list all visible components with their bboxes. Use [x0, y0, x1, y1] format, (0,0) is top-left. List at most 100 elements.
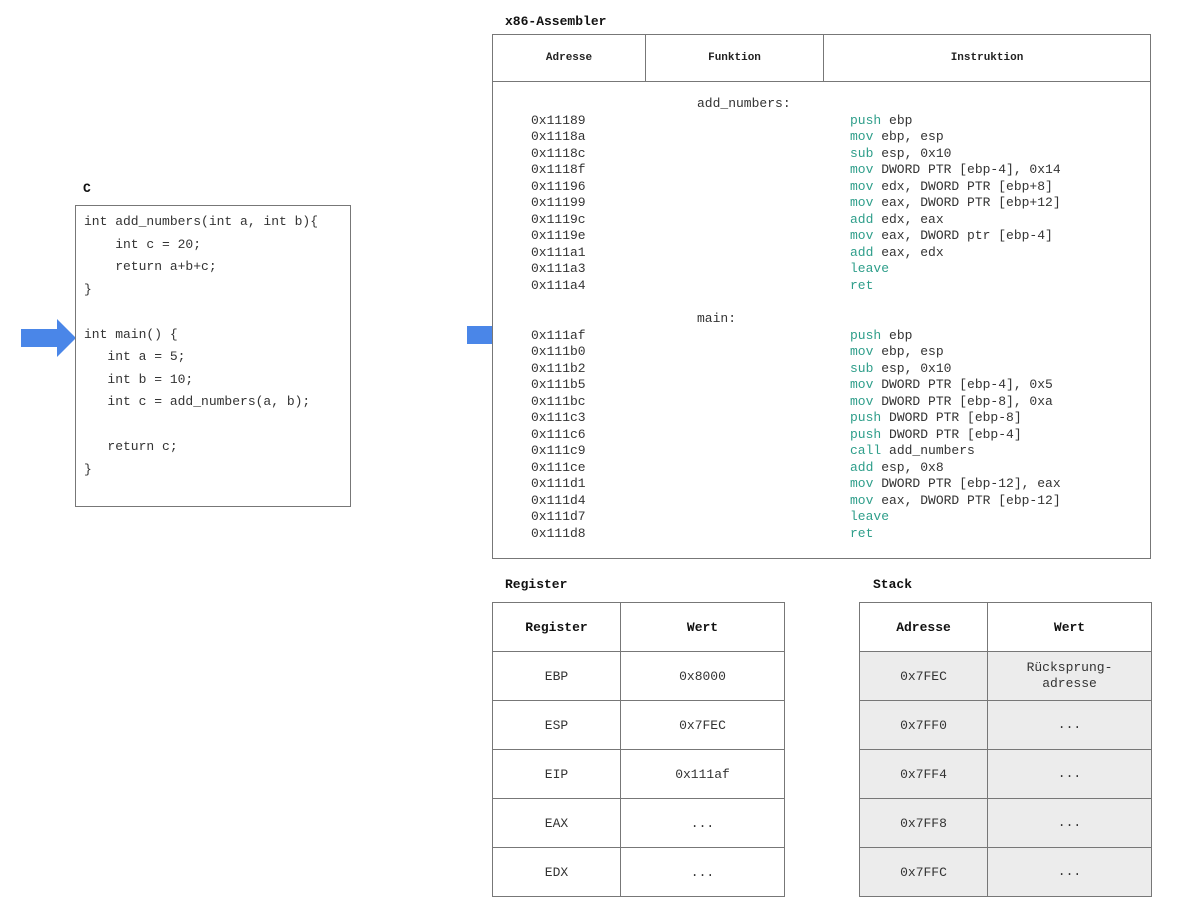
asm-instruction-row: 0x111a3 leave [493, 261, 1150, 277]
asm-address: 0x111b0 [531, 344, 586, 359]
code-line: int c = 20; [84, 236, 202, 252]
asm-operands: DWORD PTR [ebp-8], 0xa [873, 393, 1053, 409]
stack-address: 0x7FF4 [859, 749, 988, 799]
register-value: 0x8000 [620, 651, 785, 701]
asm-operands: ebp [881, 327, 913, 343]
asm-operands: esp, 0x8 [873, 459, 944, 475]
asm-instruction: mov eax, DWORD PTR [ebp-12] [850, 493, 1061, 508]
register-value: ... [620, 847, 785, 897]
c-section-title: C [83, 181, 91, 196]
asm-instruction-row: 0x1118a mov ebp, esp [493, 129, 1150, 145]
asm-address: 0x111a1 [531, 244, 586, 260]
stack-address: 0x7FF0 [859, 700, 988, 750]
asm-header-address: Adresse [493, 35, 646, 81]
asm-operands: esp, 0x10 [873, 360, 952, 376]
asm-header-function: Funktion [646, 35, 824, 81]
asm-address: 0x111d8 [531, 525, 586, 541]
asm-instruction: mov DWORD PTR [ebp-4], 0x5 [850, 377, 1053, 392]
asm-mnemonic: call [850, 443, 882, 458]
asm-mnemonic: mov [850, 476, 874, 491]
asm-address: 0x111bc [531, 393, 586, 409]
asm-address: 0x111af [531, 327, 586, 343]
asm-mnemonic: mov [850, 162, 874, 177]
asm-address: 0x111a3 [531, 261, 586, 276]
code-line: int a = 5; [84, 349, 186, 364]
register-value: 0x7FEC [620, 700, 785, 750]
code-line: int main() { [84, 326, 178, 342]
asm-operands: esp, 0x10 [873, 145, 952, 161]
stack-header-row: Adresse Wert [859, 602, 1152, 652]
asm-mnemonic: mov [850, 195, 874, 210]
asm-address: 0x111c3 [531, 410, 586, 425]
asm-instruction: mov ebp, esp [850, 344, 944, 359]
asm-mnemonic: push [850, 410, 882, 425]
asm-instruction-row: 0x111af push ebp [493, 328, 1150, 344]
asm-operands: eax, DWORD PTR [ebp-12] [873, 492, 1061, 508]
asm-operands: ebp [881, 112, 913, 128]
asm-operands: DWORD PTR [ebp-4], 0x5 [873, 377, 1053, 392]
register-header-value: Wert [620, 602, 785, 652]
asm-mnemonic: push [850, 426, 882, 442]
asm-mnemonic: leave [850, 509, 890, 524]
register-name: ESP [492, 700, 621, 750]
asm-mnemonic: add [850, 211, 874, 227]
asm-operands: eax, DWORD ptr [ebp-4] [873, 228, 1053, 243]
register-value-eip: 0x111af [620, 749, 785, 799]
asm-mnemonic: ret [850, 277, 874, 293]
asm-section-title: x86-Assembler [505, 14, 607, 29]
asm-instruction-row: 0x111c3 push DWORD PTR [ebp-8] [493, 410, 1150, 426]
asm-instruction-row: 0x111bc mov DWORD PTR [ebp-8], 0xa [493, 394, 1150, 410]
asm-operands: ebp, esp [873, 129, 944, 144]
stack-address: 0x7FFC [859, 847, 988, 897]
stack-address: 0x7FF8 [859, 798, 988, 848]
asm-address: 0x111b2 [531, 360, 586, 376]
asm-instruction: mov DWORD PTR [ebp-8], 0xa [850, 394, 1053, 409]
asm-address: 0x111c6 [531, 426, 586, 442]
asm-instruction: leave [850, 509, 889, 524]
stack-section-title: Stack [873, 577, 913, 592]
asm-instruction-row: 0x1119e mov eax, DWORD ptr [ebp-4] [493, 228, 1150, 244]
register-row: EAX... [492, 798, 785, 848]
asm-mnemonic: add [850, 244, 874, 260]
asm-address: 0x1119e [531, 228, 586, 243]
asm-instruction: mov ebp, esp [850, 129, 944, 144]
asm-mnemonic: push [850, 327, 882, 343]
asm-instruction: mov DWORD PTR [ebp-12], eax [850, 476, 1061, 491]
asm-mnemonic: mov [850, 228, 874, 243]
current-line-arrow-icon [21, 319, 76, 357]
code-line: return c; [84, 439, 178, 454]
register-header-name: Register [492, 602, 621, 652]
asm-instruction: add eax, edx [850, 245, 944, 260]
asm-address: 0x11189 [531, 112, 586, 128]
asm-address: 0x1118a [531, 129, 586, 144]
asm-address: 0x11196 [531, 178, 586, 194]
asm-mnemonic: mov [850, 344, 874, 359]
asm-instruction: mov eax, DWORD PTR [ebp+12] [850, 195, 1061, 210]
asm-address: 0x111ce [531, 459, 586, 475]
asm-instruction: mov eax, DWORD ptr [ebp-4] [850, 228, 1053, 243]
asm-mnemonic: push [850, 112, 882, 128]
asm-address: 0x1118c [531, 145, 586, 161]
stack-row: 0x7FF0... [859, 700, 1152, 750]
asm-instruction: push DWORD PTR [ebp-8] [850, 410, 1022, 425]
asm-mnemonic: leave [850, 261, 890, 276]
stack-value: Rücksprung- adresse [987, 651, 1152, 701]
asm-mnemonic: mov [850, 178, 874, 194]
register-name: EBP [492, 651, 621, 701]
asm-address: 0x111c9 [531, 443, 586, 458]
code-line: int b = 10; [84, 371, 194, 387]
stack-value: ... [987, 847, 1152, 897]
asm-operands: DWORD PTR [ebp-4] [881, 426, 1022, 442]
asm-instruction: push ebp [850, 113, 912, 128]
